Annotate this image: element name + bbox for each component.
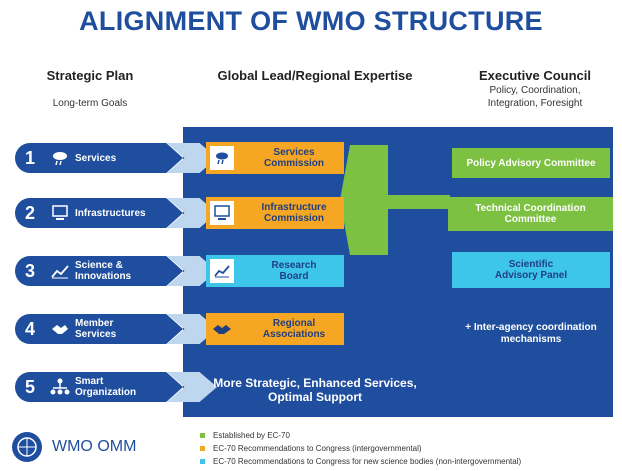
wmo-logo: WMO OMM (10, 430, 136, 464)
diagram-title: ALIGNMENT OF WMO STRUCTURE (79, 6, 543, 36)
executive-council-subheading: Policy, Coordination, Integration, Fores… (487, 85, 583, 109)
strategic-plan-subheading: Long-term Goals (52, 98, 128, 109)
goal-1-services: 1 Services (15, 143, 183, 173)
org-chart-icon (49, 377, 71, 397)
goal-1-label: Services (75, 152, 117, 164)
legend-item-established: Established by EC-70 (200, 431, 521, 440)
wmo-emblem-icon (12, 432, 42, 462)
legend-item-science-bodies: EC-70 Recommendations to Congress for ne… (200, 457, 521, 466)
computer-icon (49, 203, 71, 223)
weather-icon (49, 148, 71, 168)
legend-item-intergovernmental: EC-70 Recommendations to Congress (inter… (200, 444, 521, 453)
handshake-icon (49, 319, 71, 339)
outcome-statement: More Strategic, Enhanced Services,Optima… (213, 376, 417, 404)
global-lead-heading: Global Lead/Regional Expertise (217, 68, 413, 83)
goal-2-infrastructures: 2 Infrastructures (15, 198, 183, 228)
goal-2-label: Infrastructures (75, 207, 146, 219)
ec-connector (340, 145, 450, 255)
goal-3-science-innovations: 3 Science &Innovations (15, 256, 183, 286)
chart-icon (210, 259, 234, 283)
wmo-logo-text: WMO OMM (52, 438, 137, 455)
ec-connector-bar (388, 195, 450, 209)
legend: Established by EC-70 EC-70 Recommendatio… (200, 431, 521, 466)
handshake-icon (210, 317, 234, 341)
computer-icon (210, 201, 234, 225)
ec-connector-shape (340, 145, 388, 255)
executive-council-heading: Executive Council (479, 68, 591, 83)
strategic-plan-heading: Strategic Plan (46, 68, 134, 83)
chart-icon (49, 261, 71, 281)
goal-3-label: Science &Innovations (75, 260, 132, 282)
weather-icon (210, 146, 234, 170)
policy-advisory-committee-box: Policy Advisory Committee (452, 148, 610, 178)
